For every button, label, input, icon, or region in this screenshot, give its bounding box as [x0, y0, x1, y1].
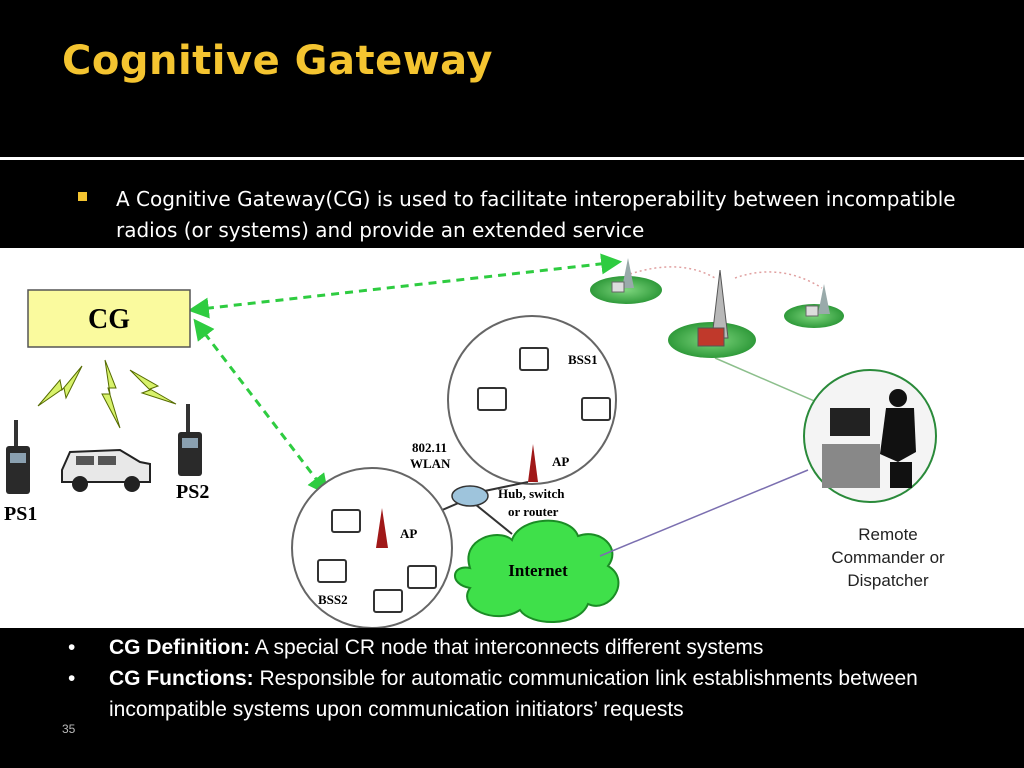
bss1-label: BSS1	[568, 352, 598, 367]
ps2-label: PS2	[176, 481, 209, 503]
internet-cloud: Internet	[454, 519, 620, 623]
tower-icons	[590, 258, 844, 358]
bullet-text: A special CR node that interconnects dif…	[254, 636, 764, 659]
hub-label-line2: or router	[508, 504, 559, 519]
cg-link-lines	[187, 253, 623, 496]
bss2-network: AP BSS2	[291, 467, 453, 628]
hub-label-line1: Hub, switch	[498, 486, 565, 501]
remote-label-line3: Dispatcher	[847, 571, 929, 590]
wlan-label-line2: WLAN	[410, 456, 451, 471]
ap1-label: AP	[552, 454, 569, 469]
internet-to-remote-link	[599, 469, 809, 557]
bss2-label: BSS2	[318, 592, 348, 607]
ap2-label: AP	[400, 526, 417, 541]
slide-number: 35	[62, 722, 76, 736]
square-bullet-icon	[78, 192, 87, 201]
lightning-bolt-icons	[37, 359, 177, 429]
bullet-dot-icon: •	[68, 636, 76, 659]
bullet-item: • CG Functions: Responsible for automati…	[68, 663, 968, 725]
cg-box: CG	[27, 289, 191, 348]
internet-label: Internet	[508, 561, 568, 580]
bullet-list: • CG Definition: A special CR node that …	[68, 632, 968, 725]
remote-label-line2: Commander or	[831, 548, 945, 567]
bss1-network: BSS1 AP	[447, 315, 617, 485]
vehicle-icon	[61, 448, 151, 492]
intro-text: A Cognitive Gateway(CG) is used to facil…	[116, 187, 956, 242]
ap1-antenna-icon	[528, 444, 538, 482]
bullet-item: • CG Definition: A special CR node that …	[68, 632, 968, 663]
slide-title: Cognitive Gateway	[62, 38, 493, 84]
bullet-bold: CG Functions:	[109, 667, 254, 690]
remote-label-line1: Remote	[858, 525, 918, 544]
bullet-bold: CG Definition:	[109, 636, 251, 659]
bullet-dot-icon: •	[68, 667, 76, 690]
bullet-text: Responsible for automatic communication …	[109, 667, 918, 721]
wlan-label-line1: 802.11	[412, 440, 447, 455]
ps1-label: PS1	[4, 503, 37, 525]
network-diagram: CG PS1 PS2 BSS1 AP	[0, 248, 1024, 628]
ps2-radio-icon: PS2	[176, 404, 209, 503]
remote-commander-icon	[803, 369, 937, 503]
title-bar: Cognitive Gateway	[0, 0, 1024, 160]
router-icon	[395, 481, 529, 535]
cg-label: CG	[88, 304, 130, 335]
ps1-radio-icon: PS1	[4, 420, 37, 525]
ap2-antenna-icon	[376, 508, 388, 548]
